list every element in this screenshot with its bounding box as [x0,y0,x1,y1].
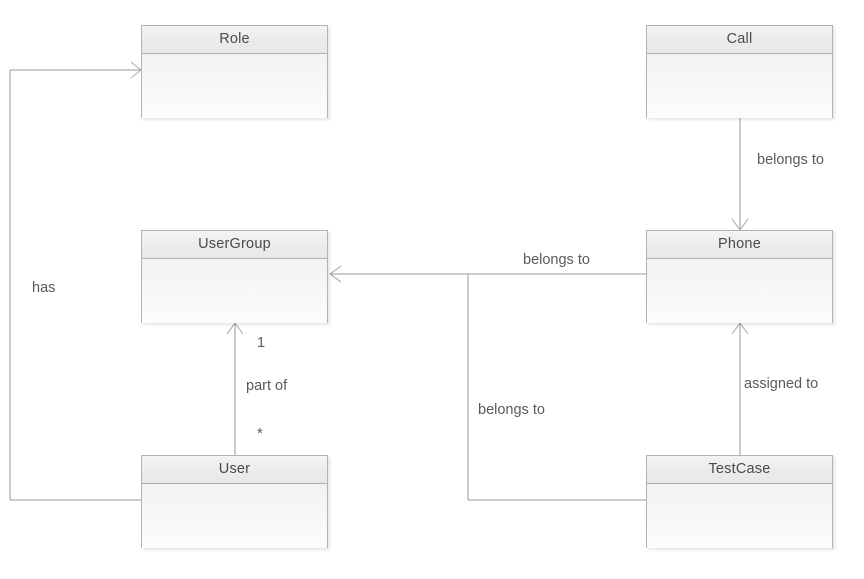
class-header-role: Role [142,26,327,54]
class-title-phone: Phone [718,236,761,253]
connector-testcase-usergroup[interactable] [467,274,646,501]
edge-label-has: has [32,280,56,296]
class-title-user: User [218,461,251,478]
class-box-call[interactable]: Call [646,25,833,118]
class-body-phone [647,259,832,323]
class-body-usergroup [142,259,327,323]
class-header-phone: Phone [647,231,832,259]
class-box-phone[interactable]: Phone [646,230,833,323]
class-body-role [142,54,327,118]
edge-label-part-of: part of [246,378,288,394]
connector-user-usergroup[interactable] [226,322,244,455]
class-header-usergroup: UserGroup [142,231,327,259]
edge-label-belongs-to-call-phone: belongs to [757,152,824,168]
edge-label-belongs-to-phone-usergroup: belongs to [523,252,590,268]
class-header-testcase: TestCase [647,456,832,484]
class-body-user [142,484,327,548]
class-header-user: User [142,456,327,484]
edge-label-belongs-to-testcase-usergroup: belongs to [478,402,545,418]
class-box-role[interactable]: Role [141,25,328,118]
class-title-testcase: TestCase [708,461,771,478]
connector-user-role[interactable] [9,61,142,501]
class-box-testcase[interactable]: TestCase [646,455,833,548]
multiplicity-label-one: 1 [257,335,266,351]
class-body-call [647,54,832,118]
multiplicity-label-many: * [257,426,263,442]
class-box-user[interactable]: User [141,455,328,548]
class-header-call: Call [647,26,832,54]
class-box-usergroup[interactable]: UserGroup [141,230,328,323]
class-title-role: Role [219,31,250,48]
class-title-call: Call [726,31,753,48]
class-title-usergroup: UserGroup [198,236,271,253]
connector-call-phone[interactable] [731,118,749,231]
connector-phone-usergroup[interactable] [329,265,646,283]
connector-testcase-phone[interactable] [731,322,749,455]
class-body-testcase [647,484,832,548]
edge-label-assigned-to: assigned to [744,376,819,392]
